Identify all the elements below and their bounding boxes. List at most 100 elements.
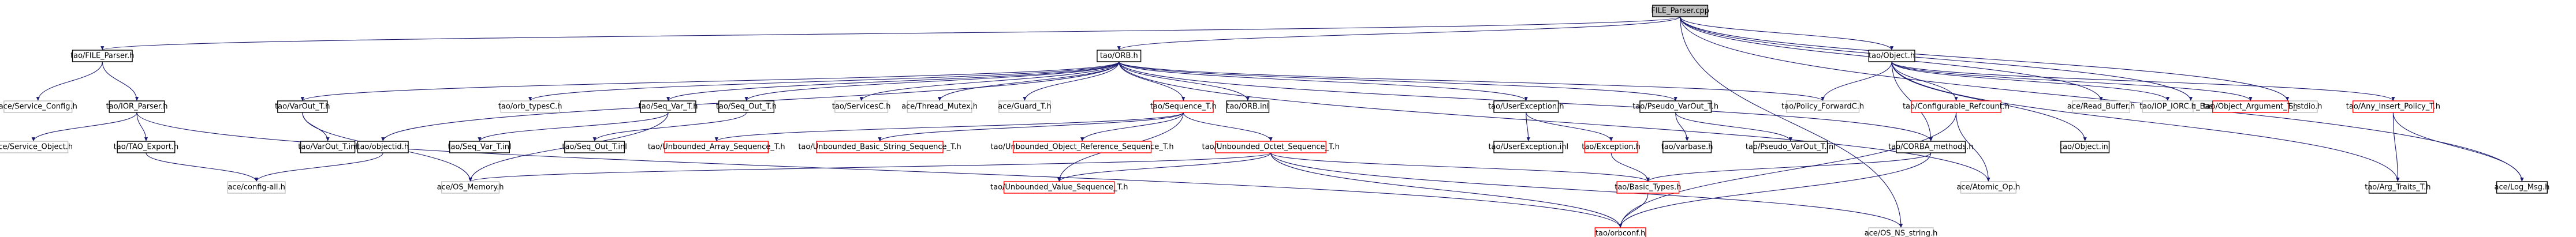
edge-orb_h-to-orb_typesc <box>528 61 1120 101</box>
node-box <box>72 50 133 62</box>
edge-object_h-to-any_insert_policy <box>1891 61 2395 101</box>
edge-fileparser_cpp-to-os_ns_stdio <box>1680 16 2290 101</box>
node-seq-out-t-inl[interactable]: tao/Seq_Out_T.inl <box>562 141 627 153</box>
node-object-h[interactable]: tao/Object.h <box>1868 50 1915 62</box>
node-box <box>664 141 769 153</box>
edge-orb_h-to-policy_forwardc <box>1119 61 1825 101</box>
edge-fileparser_cpp-to-malloc_base <box>1680 16 2193 101</box>
node-box <box>1868 227 1934 237</box>
node-label: ace/OS_Memory.h <box>437 183 504 192</box>
node-config-all[interactable]: ace/config-all.h <box>227 181 286 194</box>
edge-fileparser_cpp-to-log_msg <box>1680 16 2524 182</box>
node-box <box>564 141 625 153</box>
node-label: ace/Log_Msg.h <box>2495 183 2550 192</box>
node-tao-sysconf[interactable]: tao/orbconf.h <box>1594 227 1646 237</box>
node-box <box>834 100 889 113</box>
node-user-exception-inl[interactable]: tao/UserException.inl <box>1488 141 1568 153</box>
node-box <box>227 181 286 194</box>
node-object-inl[interactable]: tao/Object.inl <box>2060 141 2110 153</box>
node-servicesc[interactable]: tao/ServicesC.h <box>832 100 891 113</box>
node-box <box>449 141 510 153</box>
node-thread-mutex[interactable]: ace/Thread_Mutex.h <box>901 100 978 113</box>
node-service-config[interactable]: ace/Service_Config.h <box>0 100 77 113</box>
node-guard-t[interactable]: ace/Guard_T.h <box>998 100 1052 113</box>
node-any-insert-policy[interactable]: tao/Any_Insert_Policy_T.h <box>2346 100 2440 113</box>
edge-orb_h-to-sequence_t <box>1119 61 1186 101</box>
edge-unb_octet_seq-to-tao_sysconf <box>1270 152 1623 228</box>
node-label: tao/Unbounded_Value_Sequence_T.h <box>990 183 1128 192</box>
edge-orb_h-to-varout_t <box>301 61 1120 101</box>
node-log-msg[interactable]: ace/Log_Msg.h <box>2495 181 2550 194</box>
node-corba-methods[interactable]: tao/CORBA_methods.h <box>1888 141 1974 153</box>
edge-objectid-to-config_all <box>255 152 383 182</box>
node-orb-typesc[interactable]: tao/orb_typesC.h <box>498 100 562 113</box>
node-seq-var-t[interactable]: tao/Seq_Var_T.h <box>639 100 698 113</box>
node-exception-h[interactable]: tao/Exception.h <box>1582 141 1641 153</box>
node-ior-parser[interactable]: tao/IOR_Parser.h <box>106 100 168 113</box>
node-varout-t-inl[interactable]: tao/VarOut_T.inl <box>298 141 357 153</box>
node-label: tao/FILE_Parser.h <box>70 52 135 61</box>
node-box <box>1662 141 1712 153</box>
node-atomic-op[interactable]: ace/Atomic_Op.h <box>1956 181 2020 194</box>
node-label: tao/Seq_Var_T.inl <box>448 143 511 152</box>
edge-basic_types-to-tao_sysconf <box>1619 193 1649 228</box>
node-os-ns-string[interactable]: ace/OS_NS_string.h <box>1865 227 1938 237</box>
node-label: tao/Configurable_Refcount.h <box>1903 103 2010 111</box>
node-user-exception[interactable]: tao/UserException.h <box>1488 100 1564 113</box>
edge-ior_parser-to-service_object <box>31 112 137 142</box>
node-box <box>3 100 73 113</box>
node-label: tao/UserException.h <box>1488 103 1564 111</box>
node-unb-value-seq[interactable]: tao/Unbounded_Value_Sequence_T.h <box>990 181 1128 194</box>
node-objectid[interactable]: tao/objectid.h <box>357 141 409 153</box>
node-tao-export[interactable]: tao/TAO_Export.h <box>114 141 179 153</box>
node-read-buffer[interactable]: ace/Read_Buffer.h <box>2067 100 2135 113</box>
node-unb-object-ref[interactable]: tao/Unbounded_Object_Reference_Sequence_… <box>991 141 1174 153</box>
node-orb-h[interactable]: tao/ORB.h <box>1097 50 1142 62</box>
node-unb-octet-seq[interactable]: tao/Unbounded_Octet_Sequence_T.h <box>1202 141 1340 153</box>
node-seq-var-t-inl[interactable]: tao/Seq_Var_T.inl <box>448 141 512 153</box>
node-pseudo-varout[interactable]: tao/Pseudo_VarOut_T.h <box>1632 100 1718 113</box>
edge-orb_h-to-atomic_op <box>1119 61 1990 182</box>
node-varbase[interactable]: tao/varbase.h <box>1661 141 1713 153</box>
node-sequence-t[interactable]: tao/Sequence_T.h <box>1150 100 1217 113</box>
node-varout-t[interactable]: tao/VarOut_T.h <box>275 100 330 113</box>
node-service-object[interactable]: ace/Service_Object.h <box>0 141 73 153</box>
node-box <box>2496 181 2548 194</box>
node-box <box>2072 100 2131 113</box>
node-label: tao/CORBA_methods.h <box>1888 143 1973 152</box>
node-box <box>1153 100 1214 113</box>
edge-ior_parser-to-tao_sysconf <box>136 112 1622 228</box>
node-unb-array-seq[interactable]: tao/Unbounded_Array_Sequence_T.h <box>648 141 785 153</box>
node-label: tao/Seq_Out_T.inl <box>562 143 627 152</box>
node-orb-inl[interactable]: tao/ORB.inl <box>1226 100 1270 113</box>
node-iop-iorc[interactable]: tao/IOP_IORC.h <box>2139 100 2196 113</box>
node-policy-forwardc[interactable]: tao/Policy_ForwardC.h <box>1781 100 1864 113</box>
node-pseudo-varout-inl[interactable]: tao/Pseudo_VarOut_T.inl <box>1746 141 1836 153</box>
node-box <box>1215 141 1326 153</box>
node-box <box>1012 141 1152 153</box>
node-fileparser-h[interactable]: tao/FILE_Parser.h <box>70 50 135 62</box>
node-label: tao/Policy_ForwardC.h <box>1781 103 1864 111</box>
node-box <box>1785 100 1860 113</box>
node-label: tao/Unbounded_Octet_Sequence_T.h <box>1202 143 1340 152</box>
node-basic-types[interactable]: tao/Basic_Types.h <box>1615 181 1682 194</box>
node-box <box>2060 141 2110 153</box>
node-label: tao/Seq_Var_T.h <box>639 103 698 111</box>
edge-orb_h-to-thread_mutex <box>938 61 1120 101</box>
node-seq-out-t[interactable]: tao/Seq_Out_T.h <box>716 100 777 113</box>
node-arg-traits-t[interactable]: tao/Arg_Traits_T.h <box>2365 181 2430 194</box>
node-configurable-refcount[interactable]: tao/Configurable_Refcount.h <box>1903 100 2010 113</box>
node-box <box>1594 227 1646 237</box>
node-box <box>998 100 1051 113</box>
node-box <box>1226 100 1270 113</box>
node-box <box>300 141 356 153</box>
node-unb-basic-string[interactable]: tao/Unbounded_Basic_String_Sequence_T.h <box>798 141 961 153</box>
node-object-argument-t[interactable]: tao/Object_Argument_T.h <box>2203 100 2298 113</box>
edge-object_h-to-arg_traits_t <box>1891 61 2400 182</box>
node-os-memory[interactable]: ace/OS_Memory.h <box>437 181 504 194</box>
node-box <box>816 141 944 153</box>
edge-user_exception-to-exception_h <box>1526 112 1613 142</box>
edge-seq_out_t-to-seq_out_t_inl <box>592 112 747 142</box>
